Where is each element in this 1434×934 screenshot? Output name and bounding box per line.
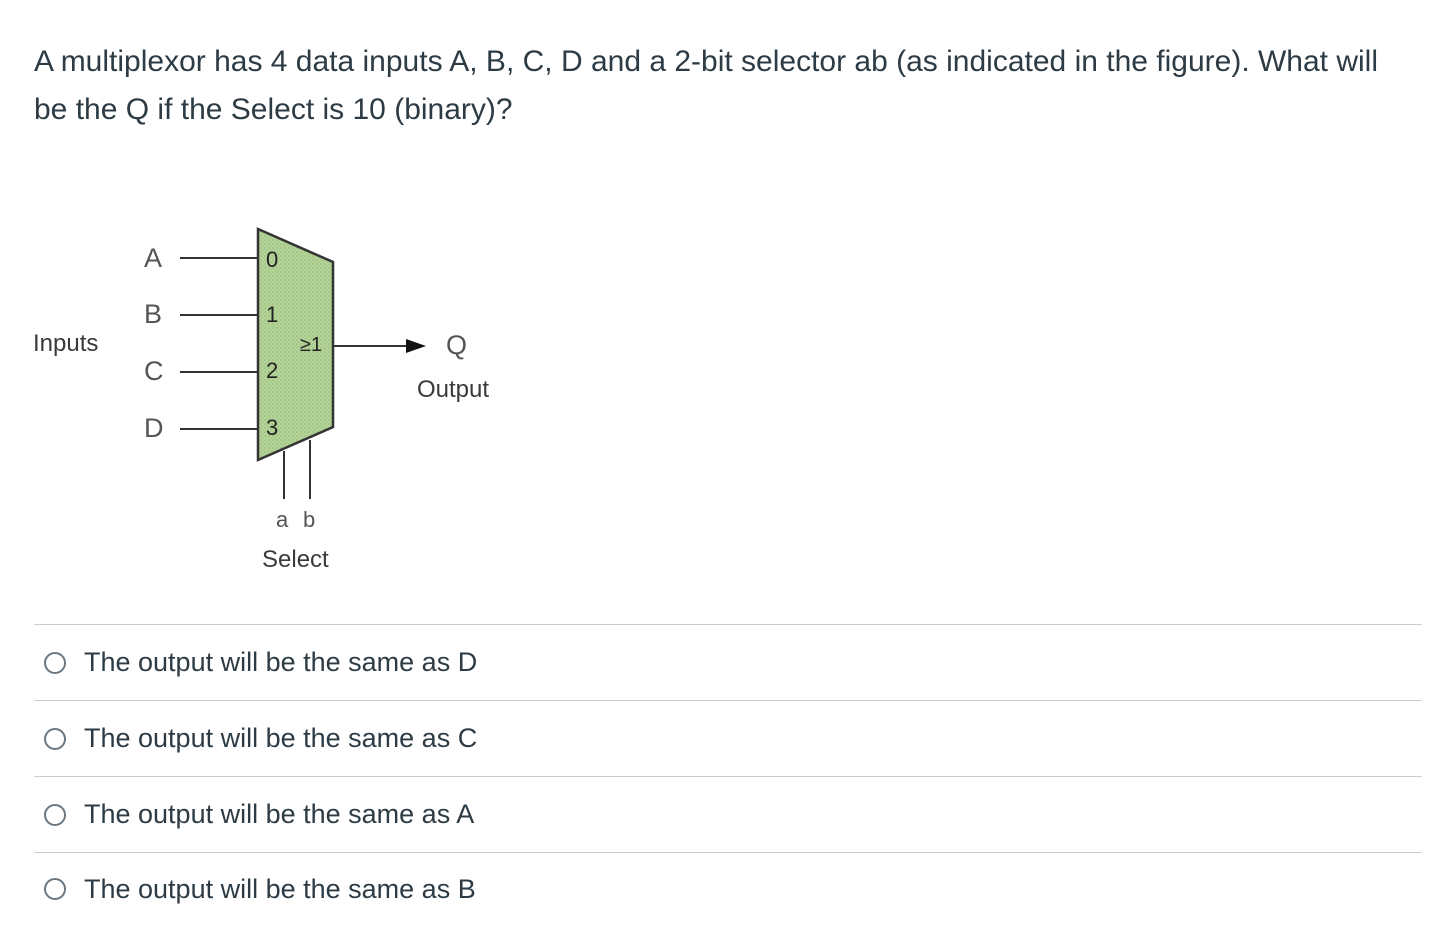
answer-label: The output will be the same as C bbox=[84, 723, 478, 753]
select-bit-b: b bbox=[303, 507, 315, 532]
output-label: Output bbox=[417, 376, 489, 403]
answer-list: The output will be the same as D The out… bbox=[34, 624, 1422, 925]
input-letter-d: D bbox=[144, 413, 164, 443]
output-arrow-icon bbox=[406, 339, 426, 353]
answer-option-b[interactable]: The output will be the same as B bbox=[34, 852, 1422, 925]
multiplexer-diagram: Inputs A B C D 0 1 2 3 ≥1 Q Output a b bbox=[20, 215, 520, 585]
answer-label: The output will be the same as A bbox=[84, 799, 475, 829]
mux-input-number-1: 1 bbox=[266, 302, 278, 327]
radio-button[interactable] bbox=[44, 878, 66, 900]
answer-label: The output will be the same as D bbox=[84, 647, 478, 677]
mux-input-number-3: 3 bbox=[266, 415, 278, 440]
input-letter-c: C bbox=[144, 356, 164, 386]
multiplexer-body bbox=[256, 227, 335, 462]
mux-input-number-2: 2 bbox=[266, 358, 278, 383]
radio-button[interactable] bbox=[44, 651, 66, 674]
output-letter: Q bbox=[446, 330, 467, 360]
radio-button[interactable] bbox=[44, 803, 66, 826]
mux-symbol: ≥1 bbox=[300, 334, 322, 356]
input-letter-a: A bbox=[144, 243, 162, 273]
input-letter-b: B bbox=[144, 299, 162, 329]
radio-button[interactable] bbox=[44, 727, 66, 750]
answer-label: The output will be the same as B bbox=[84, 873, 476, 904]
inputs-label: Inputs bbox=[33, 330, 98, 357]
question-text: A multiplexor has 4 data inputs A, B, C,… bbox=[34, 45, 1379, 126]
mux-input-number-0: 0 bbox=[266, 247, 278, 272]
answer-option-d[interactable]: The output will be the same as D bbox=[34, 624, 1422, 700]
select-label: Select bbox=[262, 546, 329, 573]
select-bit-a: a bbox=[276, 507, 289, 532]
answer-option-a[interactable]: The output will be the same as A bbox=[34, 776, 1422, 852]
answer-option-c[interactable]: The output will be the same as C bbox=[34, 700, 1422, 776]
